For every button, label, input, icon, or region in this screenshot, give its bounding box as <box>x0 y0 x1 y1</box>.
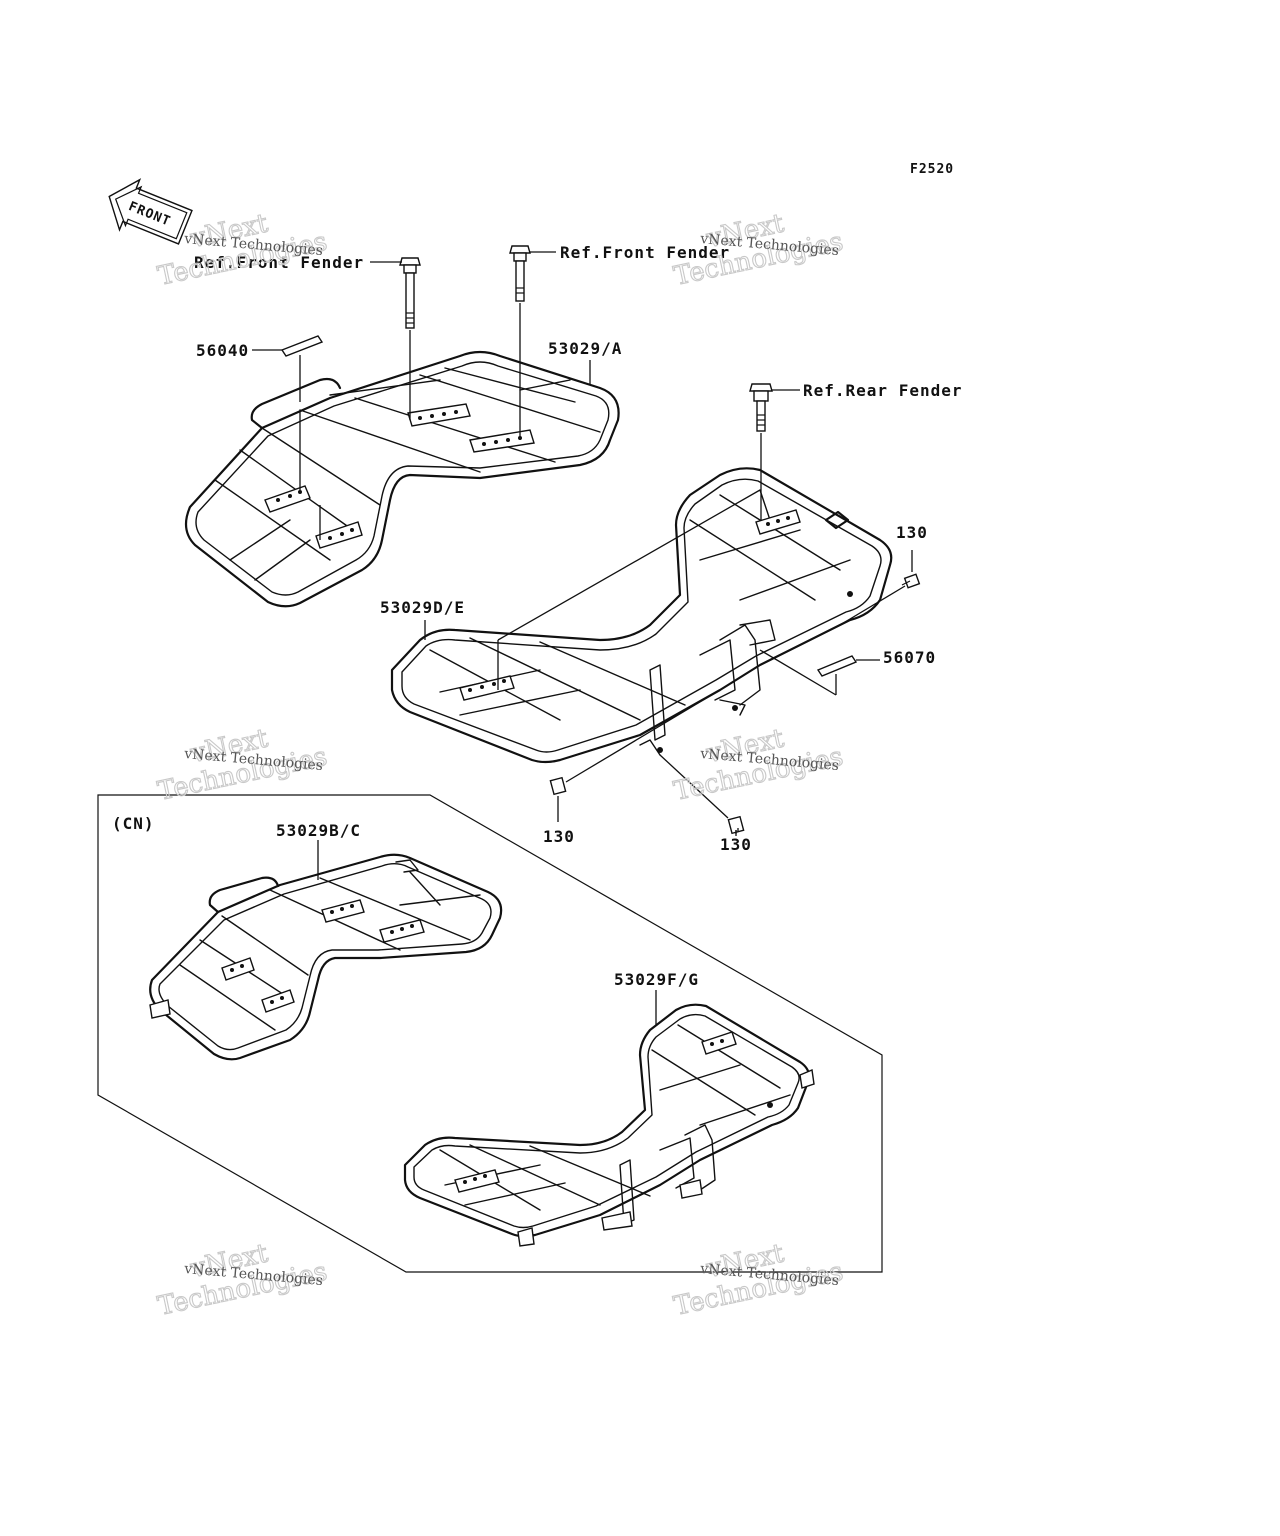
label-56040: 56040 <box>196 341 249 360</box>
bolt-130-bottom-left-icon <box>549 776 567 796</box>
bolt-front-left-icon <box>399 257 421 420</box>
label-53029a: 53029/A <box>548 339 622 358</box>
rear-carrier-53029de <box>390 467 893 764</box>
cn-region-outline <box>97 794 883 1273</box>
label-56070: 56070 <box>883 648 936 667</box>
cn-rear-carrier-53029fg <box>403 1003 815 1247</box>
label-plate-56070-icon <box>816 655 858 677</box>
label-53029fg: 53029F/G <box>614 970 699 989</box>
label-130-right: 130 <box>896 523 928 542</box>
label-plate-56040-icon <box>280 335 324 357</box>
cn-front-carrier-53029bc <box>149 853 503 1061</box>
front-carrier-53029a <box>184 350 620 608</box>
label-130-bottom-left: 130 <box>543 827 575 846</box>
label-130-bottom-right: 130 <box>720 835 752 854</box>
bolt-front-right-icon <box>509 245 531 440</box>
figure-code: F2520 <box>910 162 954 177</box>
label-53029bc: 53029B/C <box>276 821 361 840</box>
label-ref-rear-fender: Ref.Rear Fender <box>803 381 963 400</box>
label-53029de: 53029D/E <box>380 598 465 617</box>
bolt-130-right-icon <box>901 573 921 589</box>
front-arrow-icon: FRONT <box>108 178 193 245</box>
label-cn-region: (CN) <box>112 814 155 833</box>
bolt-rear-fender-icon <box>749 383 773 520</box>
label-ref-front-fender-left: Ref.Front Fender <box>194 253 364 272</box>
label-ref-front-fender-right: Ref.Front Fender <box>560 243 730 262</box>
